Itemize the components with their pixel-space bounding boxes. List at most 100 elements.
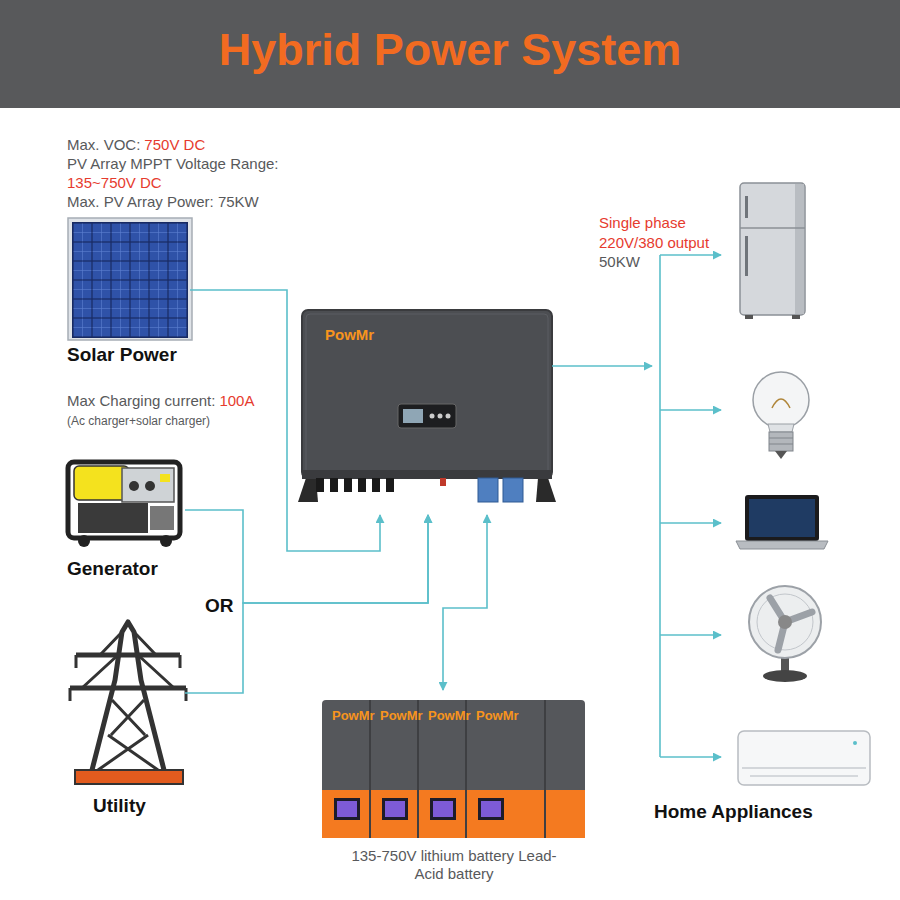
node-label: Solar Power: [67, 343, 177, 366]
panel-frame: [68, 218, 192, 340]
generator-outlet: [129, 481, 139, 491]
battery-screen: [337, 801, 357, 817]
battery-module: PowMr: [466, 700, 585, 828]
spec-text: Max Charging current:: [67, 392, 215, 409]
ac-vent: [750, 775, 858, 777]
battery-body: [322, 700, 585, 838]
fan-blade: [770, 598, 812, 650]
spec-text: 135~750V DC: [67, 174, 162, 191]
generator-switch: [160, 474, 170, 482]
fan-grille: [757, 594, 813, 650]
battery-screen: [385, 801, 405, 817]
spec-text: 220V/380 output: [599, 234, 709, 251]
fridge-foot: [745, 315, 753, 319]
battery-module: PowMr: [322, 700, 370, 828]
panel-backing: [72, 222, 188, 338]
generator: Generator: [60, 455, 185, 580]
fan-hub: [778, 615, 792, 629]
brand-logo: PowMr: [380, 708, 423, 724]
fridge-door-line: [740, 227, 805, 229]
battery-connector: [503, 478, 523, 502]
separator-word: OR: [205, 595, 234, 616]
bulb-thread: [769, 438, 793, 444]
battery-module: PowMr: [370, 700, 418, 828]
fridge-handle: [745, 196, 748, 218]
pv-connector: [372, 478, 380, 492]
bulb-tip: [775, 451, 787, 459]
pv-connector: [358, 478, 366, 492]
tower-lattice: [82, 632, 174, 770]
node-label: Home Appliances: [654, 800, 813, 823]
laptop-screen: [749, 499, 815, 537]
branch-line: [660, 522, 721, 524]
title-band: Hybrid Power System: [0, 0, 900, 108]
solar-panel: Solar Power: [62, 215, 190, 370]
ac-panel-line: [742, 767, 866, 769]
text-line: OR: [205, 594, 234, 617]
spec-text: (Ac charger+solar charger): [67, 414, 210, 428]
inverter-leg: [536, 478, 556, 502]
branch-line: [660, 409, 721, 411]
branch-line: [660, 634, 721, 636]
module-divider: [370, 700, 545, 838]
solar-cells: [73, 223, 187, 337]
text-line: PV Array MPPT Voltage Range:: [67, 155, 279, 173]
battery-module: PowMr: [418, 700, 466, 828]
inverter-screen: [403, 409, 423, 423]
fridge-side: [795, 184, 804, 314]
fridge-foot: [792, 315, 800, 319]
pv-connector: [316, 478, 324, 492]
inverter-button: [430, 414, 435, 419]
tower-base: [75, 770, 183, 784]
title-text: Hybrid Power System: [0, 0, 900, 108]
inverter-button: [438, 414, 443, 419]
spec-text: PV Array MPPT Voltage Range:: [67, 155, 279, 172]
generator-muffler: [150, 506, 174, 530]
power-connector: [190, 290, 380, 551]
text-line: Max. VOC:750V DC: [67, 136, 205, 154]
inverter: PowMr: [302, 310, 552, 515]
fan-guard: [749, 586, 821, 658]
inverter-leg: [298, 478, 318, 502]
connector-cap: [440, 478, 446, 486]
battery-display: [430, 798, 456, 820]
text-line: 135~750V DC: [67, 174, 162, 192]
pv-connector: [386, 478, 394, 492]
connector-group: [185, 290, 652, 693]
text-line: (Ac charger+solar charger): [67, 414, 210, 428]
generator-tank: [74, 466, 129, 500]
generator-wheel: [78, 535, 90, 547]
node-label: Utility: [93, 794, 146, 817]
fan-base: [763, 670, 807, 682]
battery-display: [478, 798, 504, 820]
brand-logo: PowMr: [325, 326, 374, 344]
generator-panel: [122, 468, 174, 502]
pv-connector: [330, 478, 338, 492]
ac-indicator: [853, 741, 857, 745]
laptop-lid: [745, 495, 819, 541]
pv-connector: [344, 478, 352, 492]
generator-wheel: [160, 535, 172, 547]
node-label: Generator: [67, 557, 158, 580]
branch-line: [660, 756, 721, 758]
battery-bank: 135-750V lithium battery Lead-Acid batte…: [318, 690, 590, 885]
generator-engine: [78, 503, 148, 533]
battery-screen: [481, 801, 501, 817]
battery-connector: [478, 478, 498, 502]
brand-logo: PowMr: [332, 708, 375, 724]
utility-grid: Utility: [62, 615, 185, 820]
bulb-base: [769, 432, 793, 451]
text-line: Single phase: [599, 214, 686, 232]
inverter-edge: [306, 314, 548, 474]
text-line: 220V/380 output: [599, 234, 709, 252]
text-line: Max. PV Array Power: 75KW: [67, 193, 259, 211]
spec-text: 50KW: [599, 253, 640, 270]
power-connector: [185, 510, 428, 603]
power-connector: [552, 365, 652, 367]
brand-logo: PowMr: [428, 708, 471, 724]
fridge-body: [740, 183, 805, 315]
inverter-body: [302, 310, 552, 478]
power-connector: [185, 515, 428, 693]
